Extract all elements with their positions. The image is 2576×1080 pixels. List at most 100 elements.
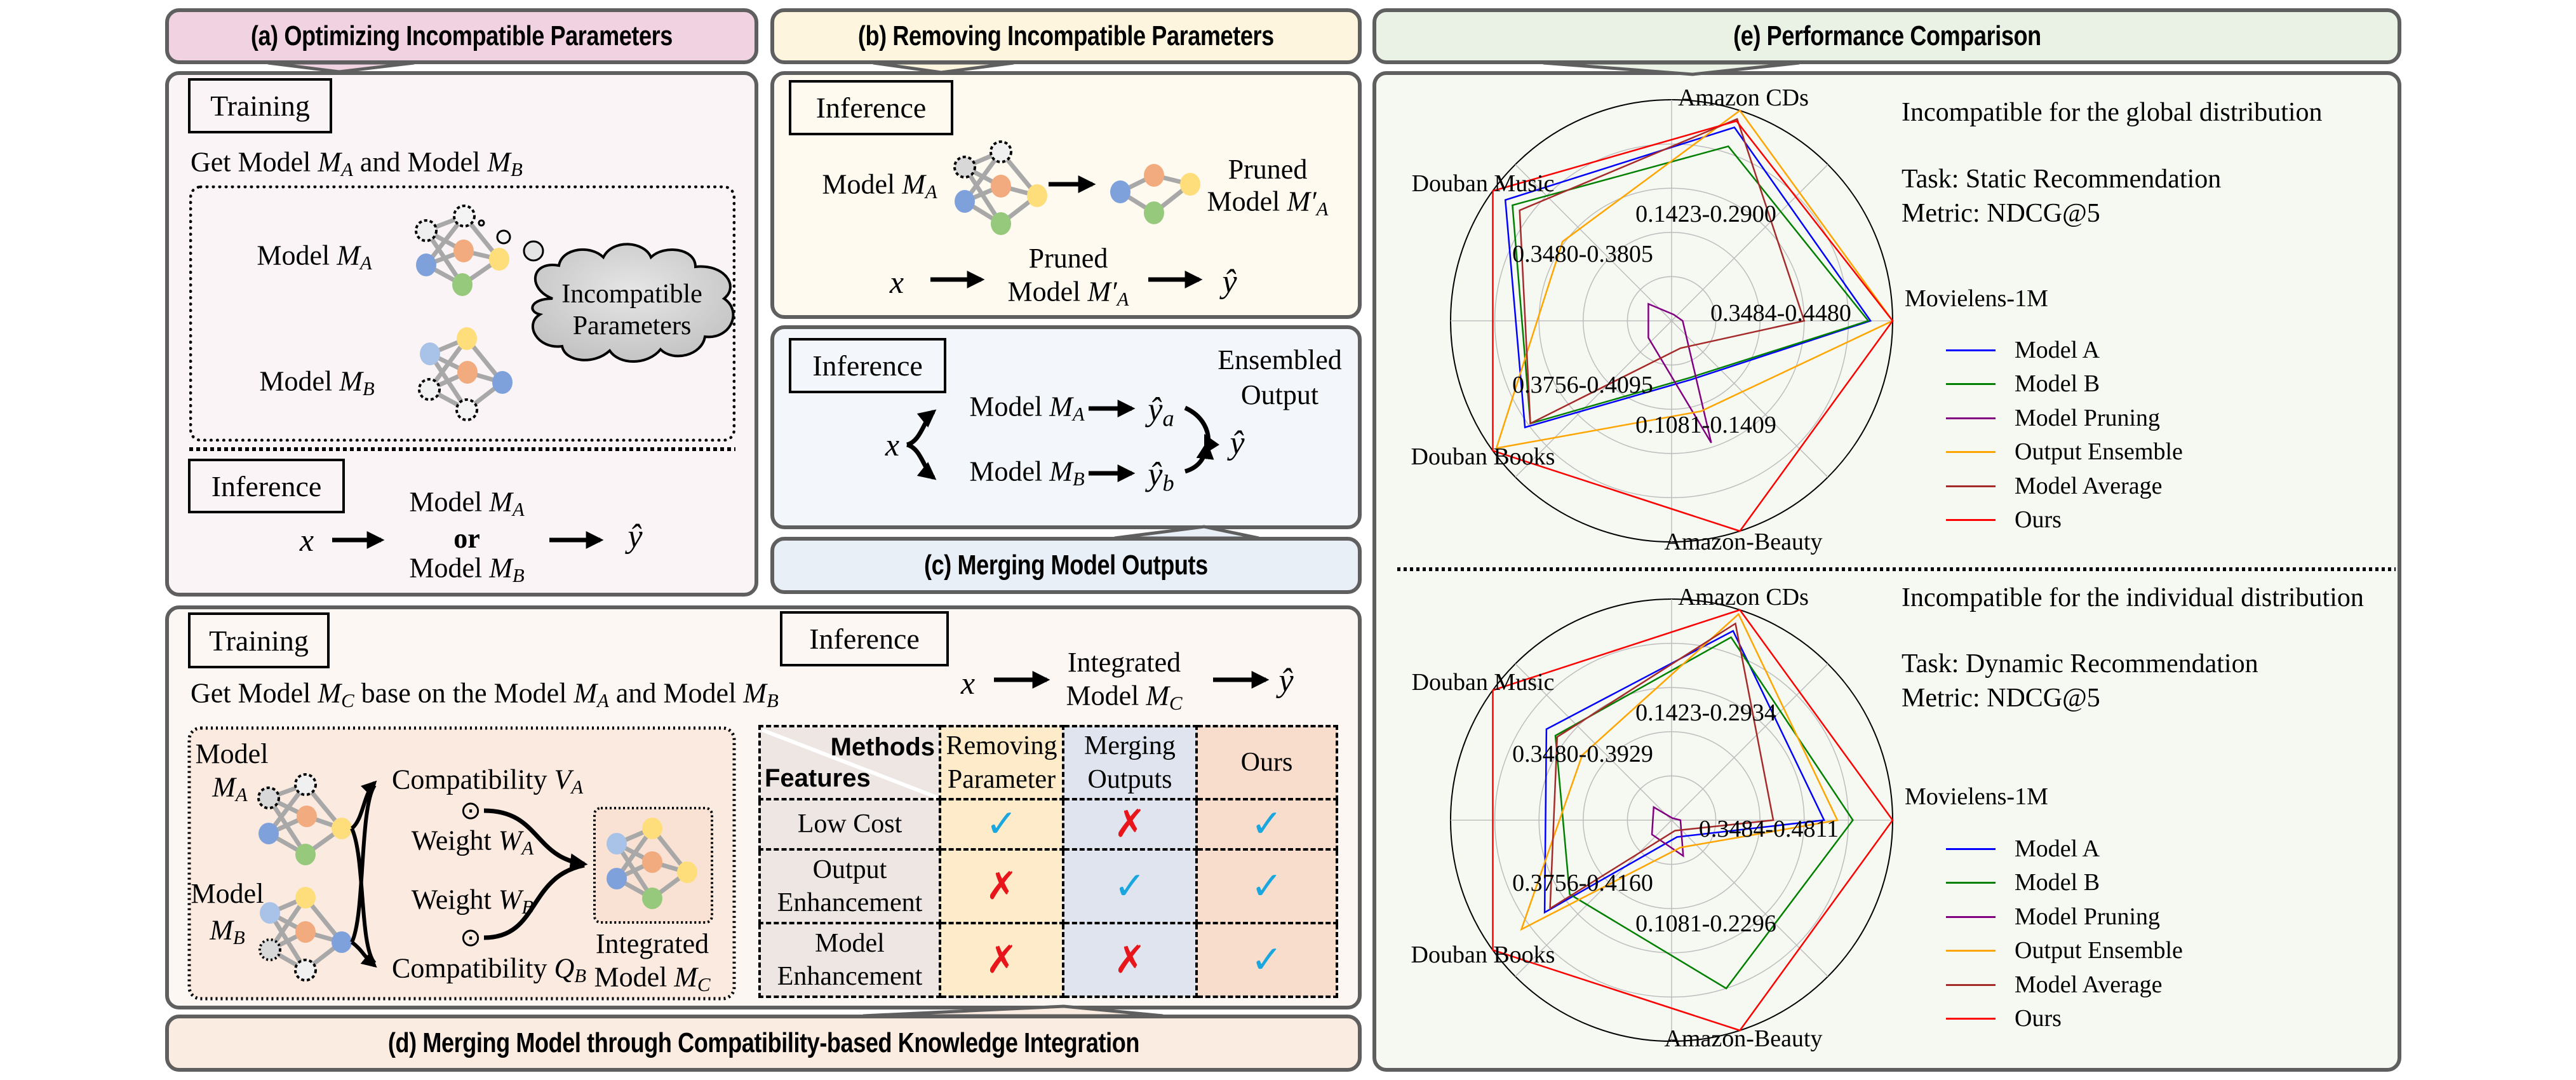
radar-range-label: 0.3756-0.4160 [1512, 870, 1653, 896]
legend-swatch [1946, 485, 1996, 487]
chart-global-task: Task: Static Recommendation [1902, 165, 2222, 194]
fork-arrow-down-icon [906, 442, 937, 480]
check-icon: ✓ [1251, 937, 1283, 982]
m-symbol: MA [318, 146, 353, 180]
model-word: Model [409, 552, 483, 584]
radar-range-label: 0.3480-0.3929 [1512, 741, 1653, 767]
radar-axis-label: Amazon CDs [1678, 584, 1809, 611]
models-area [189, 186, 735, 442]
sub-c: C [697, 973, 711, 996]
legend-swatch [1946, 451, 1996, 454]
node-orange [991, 175, 1011, 198]
check-icon: ✓ [1251, 863, 1283, 908]
arrow-compat-b-icon [350, 827, 377, 965]
node-lightblue [607, 833, 627, 854]
node-blue [416, 253, 436, 276]
panel-d-header: (d) Merging Model through Compatibility-… [165, 1015, 1362, 1072]
node-orange [642, 851, 662, 873]
ensembled-line1: Ensembled [1218, 344, 1342, 375]
pruned-label-line1: Pruned [1228, 154, 1308, 185]
cloud-text-line1: Incompatible [561, 280, 702, 309]
node-blue [332, 931, 352, 953]
inference-label: Inference [789, 338, 946, 393]
sub-a: A [1316, 198, 1329, 220]
sub-a: A [512, 498, 525, 520]
legend-label: Model Average [2015, 971, 2163, 998]
model-word: Model [1007, 276, 1081, 307]
compatibility-b-label: Compatibility QB [392, 954, 586, 986]
chart-individual-task: Task: Dynamic Recommendation [1902, 649, 2258, 678]
col-header-ours: Ours [1195, 725, 1338, 800]
radar-series-model-b [1512, 145, 1870, 425]
panel-b-header: (b) Removing Incompatible Parameters [770, 8, 1362, 64]
model-word: Model [1066, 680, 1139, 712]
sub-a: A [235, 783, 248, 806]
radar-axis-label: Amazon-Beauty [1664, 529, 1823, 555]
col-header-line1: Merging [1084, 731, 1176, 760]
thought-bubble-medium [496, 229, 511, 245]
legend-label: Model Pruning [2015, 404, 2161, 431]
table-row: Low Cost ✓ ✗ ✓ [758, 798, 1338, 851]
radar-grid-spoke [1515, 663, 1672, 821]
radar-grid-spoke [1515, 320, 1672, 478]
training-label: Training [188, 612, 330, 668]
node-blue [955, 190, 975, 213]
radar-series-ours [1492, 609, 1894, 1032]
node-dotted [989, 140, 1012, 163]
radar-range-label: 0.1423-0.2900 [1635, 201, 1776, 227]
node-dotted [953, 156, 976, 179]
node-green [295, 844, 316, 865]
cross-icon: ✗ [1113, 937, 1146, 982]
pruned-label-line2: Model M′A [1207, 187, 1329, 219]
odot-a-icon: ⊙ [460, 796, 481, 825]
inference-label: Inference [780, 611, 949, 666]
pruned-model-line1: Pruned [1028, 243, 1108, 274]
sub-a: A [571, 776, 584, 798]
table-header-row: Methods Features Removing Parameter Merg… [758, 725, 1338, 800]
chart-global-metric: Metric: NDCG@5 [1902, 199, 2100, 228]
radar-range-label: 0.3484-0.4811 [1698, 816, 1839, 842]
panel-e-pointer [1543, 61, 1800, 76]
legend-label: Model B [2015, 370, 2100, 398]
text-part: and Model [615, 677, 737, 709]
corner-features: Features [765, 764, 871, 792]
node-dotted [258, 938, 281, 961]
node-dotted [415, 219, 438, 242]
text-part: base on the Model [361, 677, 567, 709]
table-corner-cell: Methods Features [758, 725, 941, 800]
node-orange [297, 806, 317, 827]
sub-a: A [1117, 288, 1129, 310]
panel-b-body [770, 71, 1362, 319]
legend-label: Model A [2015, 337, 2100, 363]
text-part: Get Model [191, 677, 311, 709]
compat-word: Compatibility [392, 764, 547, 795]
sub-b: B [766, 689, 779, 712]
radar-axis-label: Douban Books [1411, 443, 1555, 470]
radar-axis-label: Movielens-1M [1905, 285, 2048, 312]
weight-b-label: Weight WB [412, 886, 533, 917]
node-orange [457, 361, 478, 384]
sub-a: A [925, 180, 937, 203]
sub-c: C [341, 689, 354, 712]
inference-label: Inference [789, 80, 953, 135]
model-word: Model [1207, 186, 1280, 217]
node-dotted [453, 205, 476, 227]
panel-c-header: (c) Merging Model Outputs [770, 537, 1362, 594]
legend-swatch [1946, 417, 1996, 419]
radar-chart-global [1450, 99, 1894, 543]
legend-label: Model Average [2015, 472, 2163, 499]
node-dotted [257, 786, 280, 809]
output-yhat-b: ŷb [1148, 458, 1174, 495]
panel-e-header: (e) Performance Comparison [1372, 8, 2401, 64]
legend-label: Model Pruning [2015, 903, 2161, 930]
arrow-weight-a-icon [483, 808, 588, 872]
output-yhat-a: ŷa [1148, 393, 1174, 430]
output-yhat: ŷ [1222, 264, 1237, 300]
m-symbol: MB [1049, 456, 1085, 490]
node-dotted [418, 378, 441, 401]
radar-axis-label: Douban Music [1411, 170, 1555, 197]
legend-label: Ours [2015, 1005, 2062, 1032]
node-orange [453, 240, 474, 262]
model-a-label: Model MA [257, 241, 372, 273]
